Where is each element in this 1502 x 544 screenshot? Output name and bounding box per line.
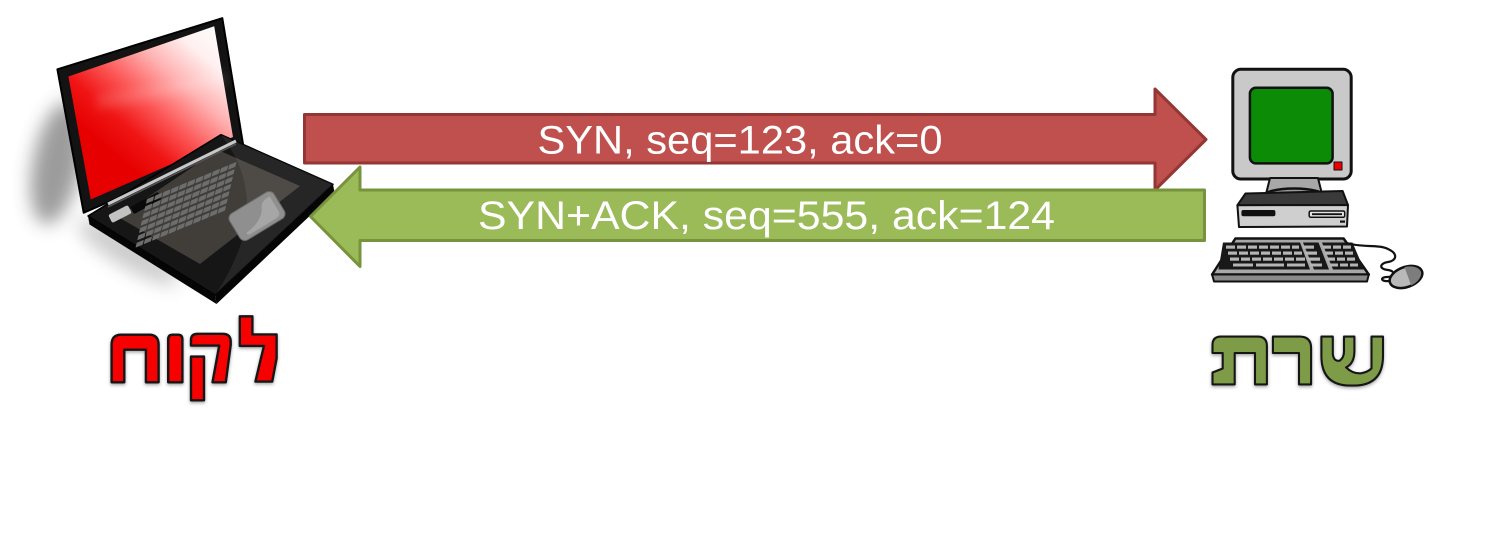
svg-text:SYN, seq=123, ack=0: SYN, seq=123, ack=0 xyxy=(538,119,943,163)
svg-text:SYN+ACK, seq=555, ack=124: SYN+ACK, seq=555, ack=124 xyxy=(478,194,1055,238)
